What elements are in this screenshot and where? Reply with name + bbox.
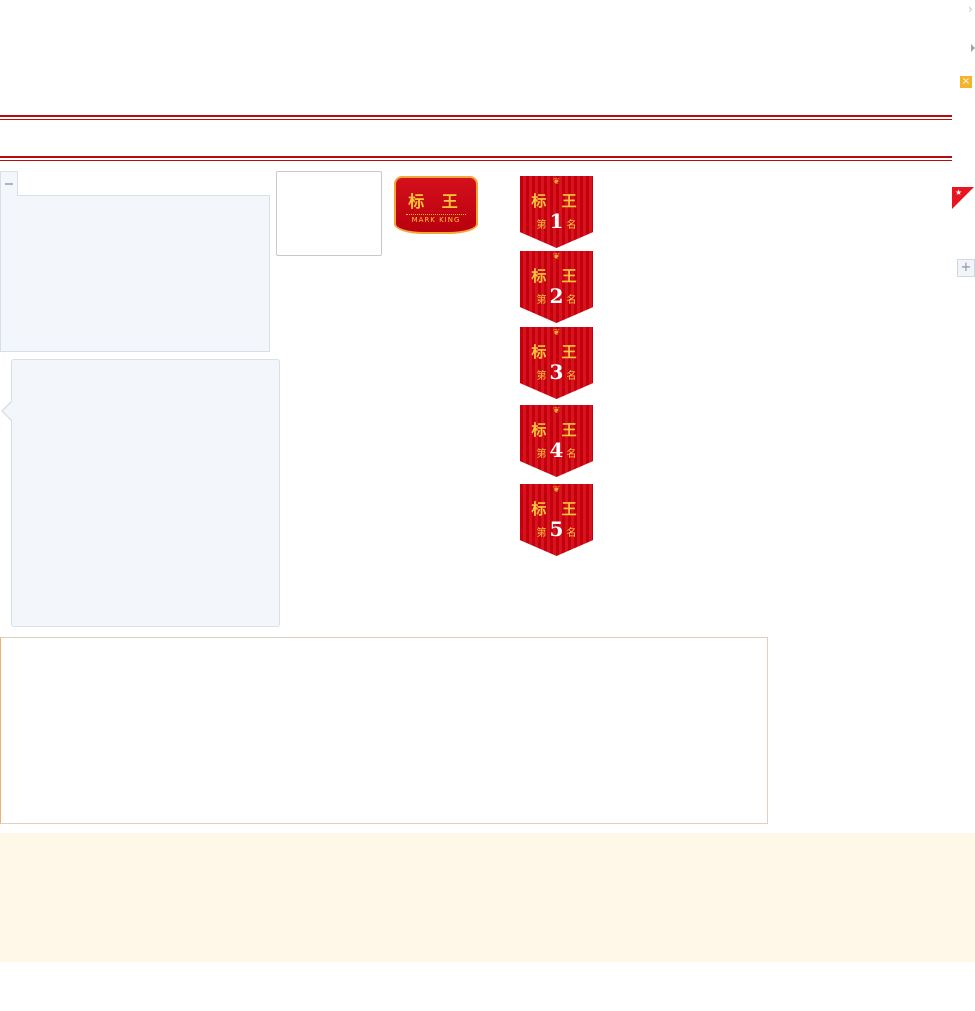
rank-post: 名 xyxy=(566,528,577,539)
rank-number: 3 xyxy=(549,360,564,384)
divider xyxy=(0,115,952,117)
ornament-icon: ❦ xyxy=(552,252,561,262)
divider xyxy=(0,160,952,161)
ornament-icon: ❦ xyxy=(552,328,561,338)
rank-pre: 第 xyxy=(536,220,547,231)
tooltip-panel xyxy=(11,359,280,627)
rank-number: 4 xyxy=(549,438,564,462)
rank-pre: 第 xyxy=(536,528,547,539)
rank-title: 标 王 xyxy=(531,343,582,361)
content-box xyxy=(0,637,768,824)
rank-pre: 第 xyxy=(536,371,547,382)
rank-title: 标 王 xyxy=(531,192,582,210)
badge-title: 标 王 xyxy=(408,192,464,211)
ornament-icon: ❦ xyxy=(552,177,561,187)
badge-subtitle: MARK KING xyxy=(406,214,466,224)
rank-title: 标 王 xyxy=(531,500,582,518)
collapsible-panel xyxy=(0,195,270,352)
rank-number: 2 xyxy=(549,284,564,308)
rank-number: 1 xyxy=(549,209,564,233)
triangle-right-icon[interactable] xyxy=(971,44,975,52)
close-icon[interactable]: × xyxy=(960,76,972,88)
cream-banner xyxy=(0,833,975,962)
mark-king-badge: 标 王 MARK KING xyxy=(394,176,478,234)
rank-post: 名 xyxy=(566,449,577,460)
rank-post: 名 xyxy=(566,220,577,231)
ornament-icon: ❦ xyxy=(552,485,561,495)
minus-icon[interactable] xyxy=(5,183,13,185)
rank-title: 标 王 xyxy=(531,421,582,439)
rank-pre: 第 xyxy=(536,295,547,306)
empty-box xyxy=(276,171,382,256)
rank-post: 名 xyxy=(566,371,577,382)
rank-title: 标 王 xyxy=(531,267,582,285)
divider xyxy=(0,119,952,120)
plus-icon[interactable]: + xyxy=(957,259,975,277)
divider xyxy=(0,156,952,158)
star-corner-icon: ★ xyxy=(952,187,974,209)
rank-post: 名 xyxy=(566,295,577,306)
rank-number: 5 xyxy=(549,517,564,541)
rank-pre: 第 xyxy=(536,449,547,460)
chevron-right-icon[interactable]: › xyxy=(968,2,973,16)
ornament-icon: ❦ xyxy=(552,406,561,416)
